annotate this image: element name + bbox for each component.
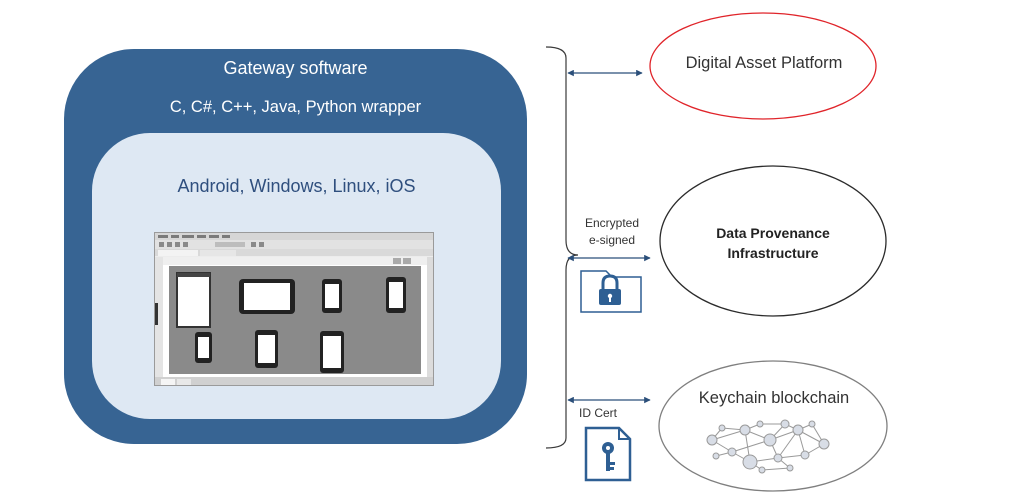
gateway-languages-label: C, C#, C++, Java, Python wrapper bbox=[169, 98, 422, 116]
gateway-software-title: Gateway software bbox=[223, 58, 368, 78]
locked-folder-icon bbox=[580, 270, 642, 313]
data-provenance-label: Data Provenance Infrastructure bbox=[658, 223, 888, 263]
id-cert-label: ID Cert bbox=[578, 406, 617, 420]
digital-asset-platform-label: Digital Asset Platform bbox=[685, 54, 843, 72]
network-graph-icon bbox=[706, 419, 830, 474]
platforms-title: Android, Windows, Linux, iOS bbox=[177, 176, 416, 196]
keychain-blockchain-node bbox=[658, 360, 888, 492]
encrypted-label: Encrypted e-signed bbox=[572, 215, 652, 249]
encrypted-label-line1: Encrypted bbox=[584, 216, 640, 230]
data-provenance-node bbox=[659, 165, 887, 317]
encrypted-label-line2: e-signed bbox=[588, 233, 636, 247]
digital-asset-platform-node bbox=[649, 12, 877, 120]
data-provenance-label-line1: Data Provenance bbox=[716, 225, 830, 241]
data-provenance-label-line2: Infrastructure bbox=[727, 245, 819, 261]
key-document-icon bbox=[584, 426, 632, 482]
ide-screenshot-graphic bbox=[155, 233, 433, 385]
keychain-blockchain-label: Keychain blockchain bbox=[698, 389, 850, 407]
ide-screenshot bbox=[154, 232, 434, 386]
